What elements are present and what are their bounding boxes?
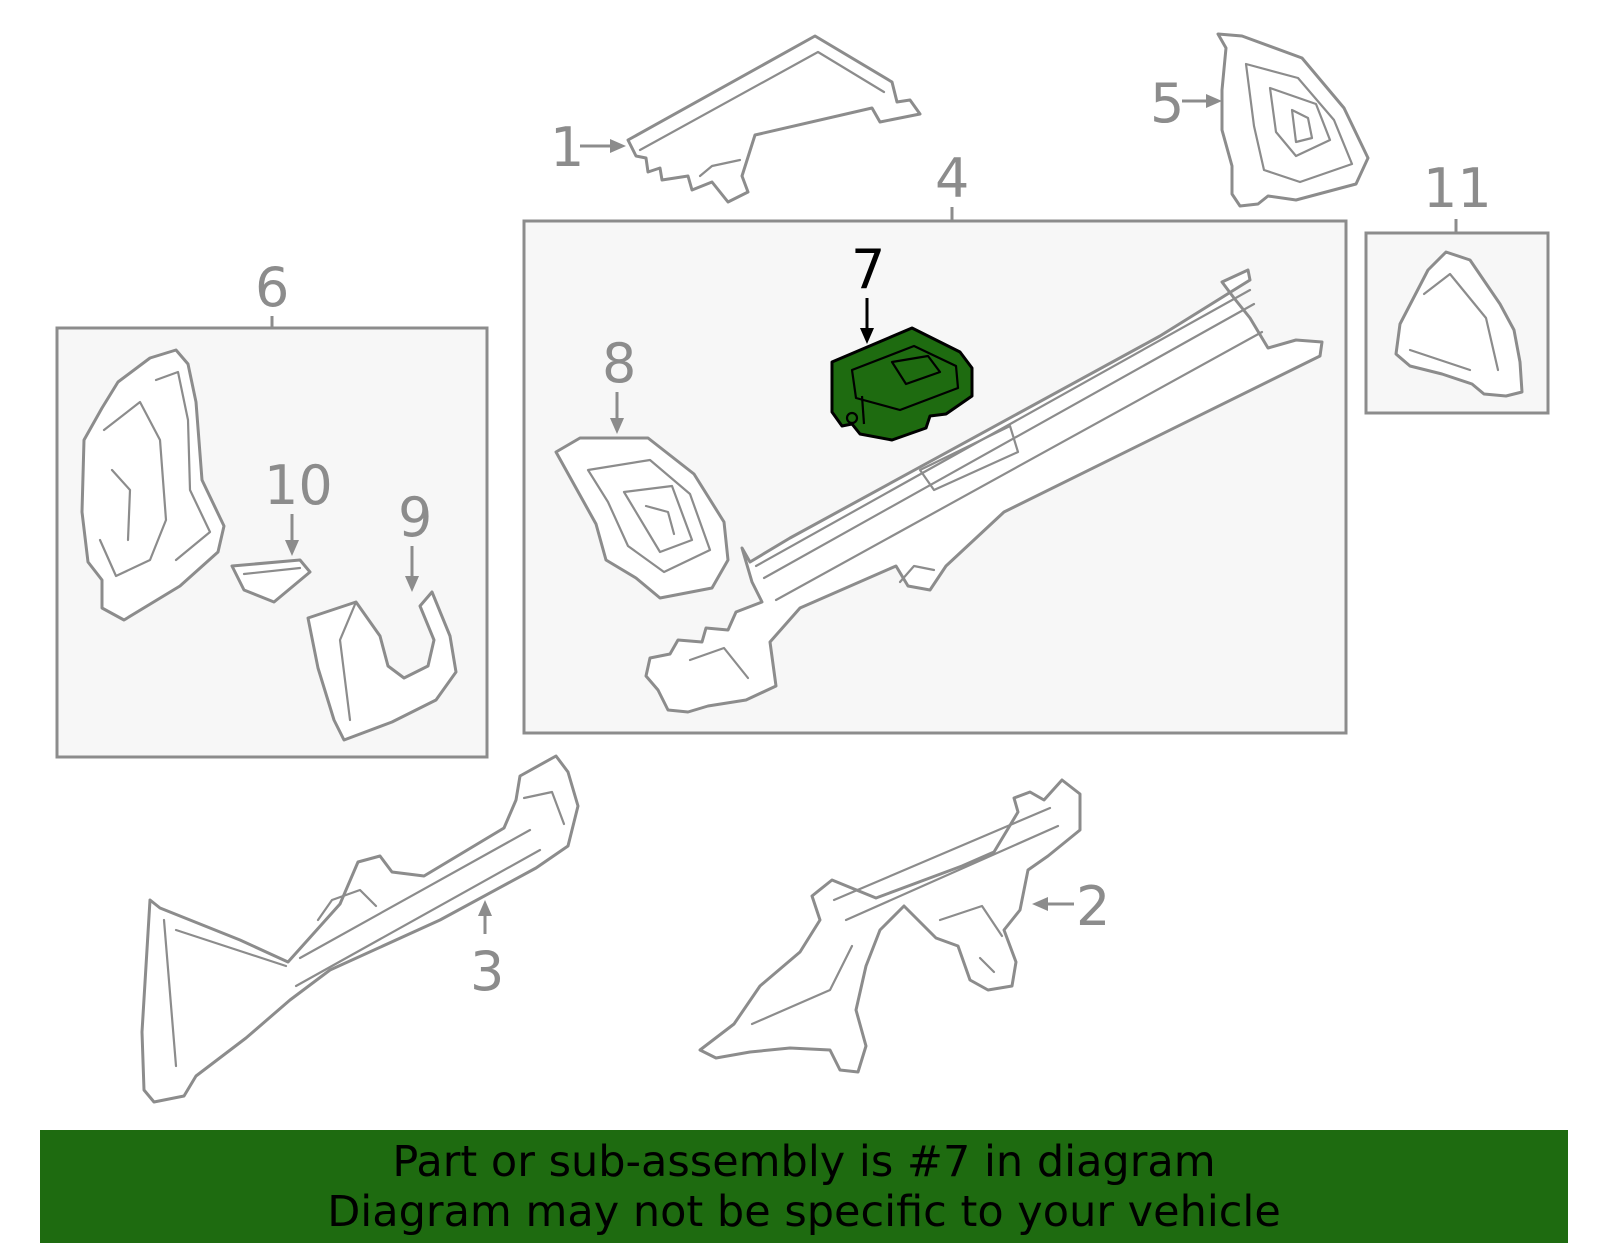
part-1-upper-cover[interactable] xyxy=(626,34,922,204)
callout-5[interactable]: 5 xyxy=(1150,72,1184,135)
part-7-highlighted-module[interactable] xyxy=(830,326,974,442)
leader-10 xyxy=(285,514,299,556)
part-3-lower-panel[interactable] xyxy=(140,754,580,1104)
callout-9[interactable]: 9 xyxy=(398,486,432,549)
callout-8[interactable]: 8 xyxy=(602,332,636,395)
part-10-clip[interactable] xyxy=(230,558,312,604)
callout-4[interactable]: 4 xyxy=(935,147,969,210)
banner-line-1: Part or sub-assembly is #7 in diagram xyxy=(392,1136,1216,1187)
leader-1 xyxy=(580,139,626,153)
leader-8 xyxy=(610,392,624,434)
info-banner-background xyxy=(40,1130,1568,1243)
callout-11[interactable]: 11 xyxy=(1423,157,1492,220)
part-8-left-vent[interactable] xyxy=(554,436,730,600)
callout-7[interactable]: 7 xyxy=(851,238,885,301)
part-9-column-cover[interactable] xyxy=(306,590,458,742)
callout-2[interactable]: 2 xyxy=(1076,875,1110,938)
part-6-side-trim[interactable] xyxy=(80,348,226,622)
callout-3[interactable]: 3 xyxy=(470,940,504,1003)
callout-1[interactable]: 1 xyxy=(550,116,584,179)
leader-9 xyxy=(405,546,419,592)
part-4-instrument-panel[interactable] xyxy=(644,268,1324,714)
callout-6[interactable]: 6 xyxy=(255,256,289,319)
info-banner: Part or sub-assembly is #7 in diagram Di… xyxy=(40,1130,1568,1243)
leader-7 xyxy=(860,298,874,344)
banner-line-2: Diagram may not be specific to your vehi… xyxy=(327,1186,1281,1237)
part-11-end-cap[interactable] xyxy=(1394,250,1524,398)
leader-5 xyxy=(1182,94,1222,108)
part-5-right-vent[interactable] xyxy=(1216,32,1370,208)
callout-10[interactable]: 10 xyxy=(264,454,333,517)
leader-3 xyxy=(478,900,492,934)
part-2-support-bracket[interactable] xyxy=(698,778,1082,1074)
leader-2 xyxy=(1032,897,1074,911)
